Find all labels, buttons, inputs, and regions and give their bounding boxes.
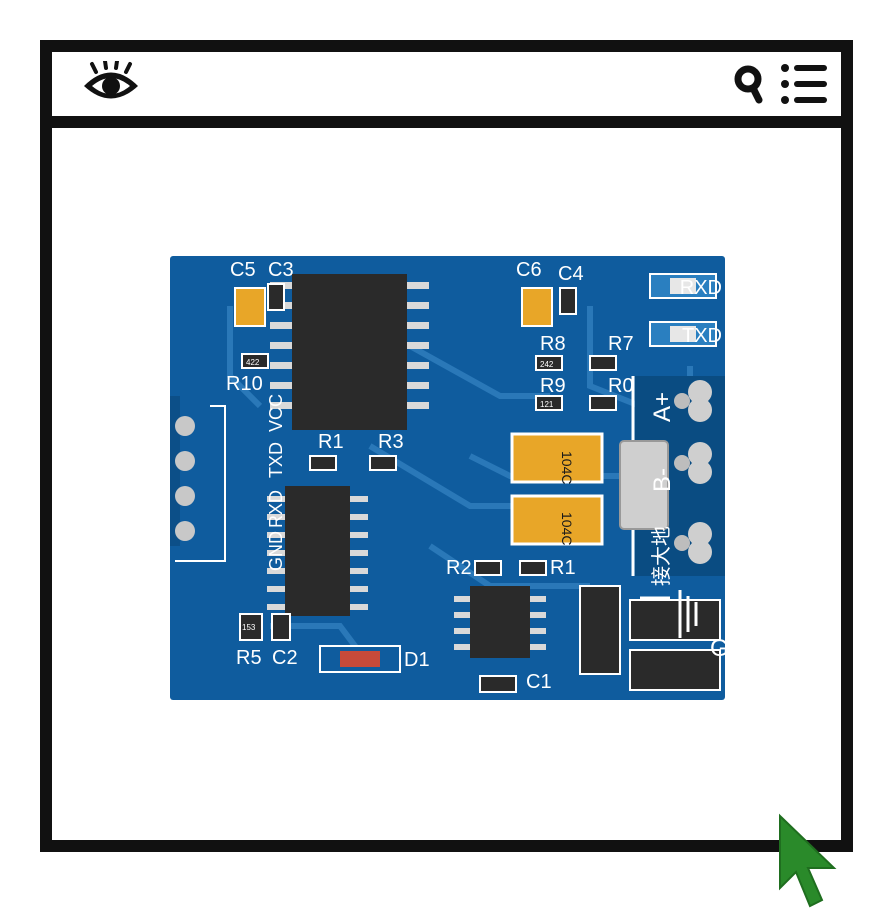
label-r1: R1 — [550, 557, 576, 579]
ic-medium — [285, 486, 350, 616]
label-c1: C1 — [526, 671, 552, 693]
label-r5: R5 — [236, 647, 262, 669]
label-cap-code-1: 104C — [559, 451, 575, 484]
top-toolbar — [52, 52, 841, 128]
label-d1: D1 — [404, 649, 430, 671]
label-ground-cn: 接大地 — [650, 526, 673, 586]
content-area: C5 C3 C6 C4 RXD TXD R8 R7 R9 R0 R10 R1 R… — [35, 128, 841, 840]
label-gnd: GND — [266, 531, 286, 571]
label-c4: C4 — [558, 263, 584, 285]
arrow-cursor-icon — [776, 812, 840, 912]
ic-large — [292, 274, 407, 430]
eye-icon[interactable] — [80, 59, 142, 107]
label-vcc-pin: VCC — [266, 394, 286, 432]
label-txd-pin: TXD — [266, 442, 286, 478]
label-res-422: 422 — [246, 358, 260, 367]
browser-window: C5 C3 C6 C4 RXD TXD R8 R7 R9 R0 R10 R1 R… — [35, 40, 853, 852]
label-r9: R9 — [540, 375, 566, 397]
label-rxd-led: RXD — [680, 277, 722, 299]
label-c5: C5 — [230, 259, 256, 281]
label-r0: R0 — [608, 375, 634, 397]
label-txd-led: TXD — [682, 325, 722, 347]
label-res-242: 242 — [540, 360, 554, 369]
label-a-plus: A+ — [649, 392, 676, 422]
label-b-minus: B- — [649, 468, 676, 492]
label-cap-code-2: 104C — [559, 512, 575, 545]
label-c3: C3 — [268, 259, 294, 281]
label-rxd-pin: RXD — [266, 490, 286, 528]
label-res-121: 121 — [540, 400, 554, 409]
label-r10: R10 — [226, 373, 263, 395]
pcb-board-image: C5 C3 C6 C4 RXD TXD R8 R7 R9 R0 R10 R1 R… — [35, 246, 736, 706]
label-r1-top: R1 — [318, 431, 344, 453]
label-g: G — [710, 635, 729, 662]
label-c2: C2 — [272, 647, 298, 669]
label-r8: R8 — [540, 333, 566, 355]
search-icon[interactable] — [733, 64, 765, 104]
label-res-153: 153 — [242, 623, 256, 632]
label-r3: R3 — [378, 431, 404, 453]
list-menu-icon[interactable] — [779, 62, 829, 106]
label-r7: R7 — [608, 333, 634, 355]
ic-small — [470, 586, 530, 658]
label-r2: R2 — [446, 557, 472, 579]
label-c6: C6 — [516, 259, 542, 281]
